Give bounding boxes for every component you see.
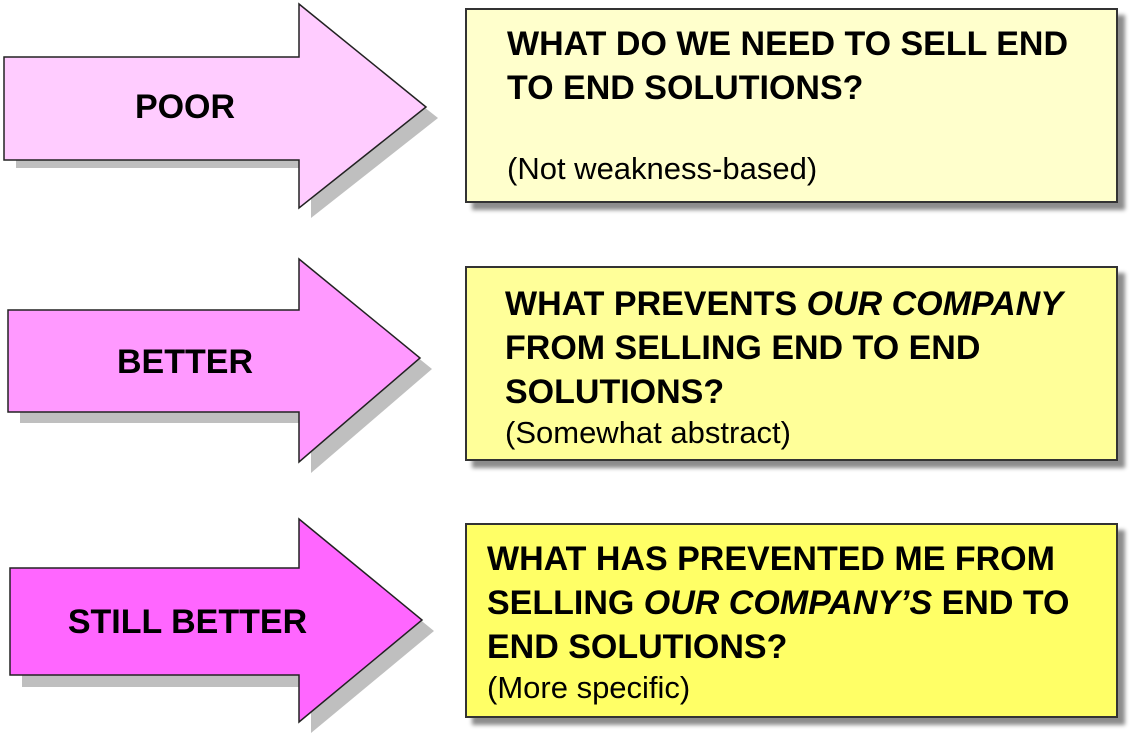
arrow-better: [7, 257, 432, 473]
question-text-poor: WHAT DO WE NEED TO SELL END TO END SOLUT…: [507, 25, 1069, 107]
note-still-better: (More specific): [487, 670, 691, 705]
note-poor: (Not weakness-based): [507, 151, 818, 186]
arrow-poor: [3, 2, 438, 218]
question-text-still-better: WHAT HAS PREVENTED ME FROM SELLING OUR C…: [487, 540, 1070, 666]
question-box-still-better: WHAT HAS PREVENTED ME FROM SELLING OUR C…: [465, 523, 1118, 718]
arrow-still-better: [9, 517, 434, 733]
question-box-better: WHAT PREVENTS OUR COMPANY FROM SELLING E…: [465, 266, 1118, 461]
arrow-label-better: BETTER: [117, 343, 253, 381]
note-better: (Somewhat abstract): [505, 415, 791, 450]
arrow-label-still-better: STILL BETTER: [67, 603, 308, 641]
question-box-poor: WHAT DO WE NEED TO SELL END TO END SOLUT…: [465, 8, 1118, 203]
question-text-better: WHAT PREVENTS OUR COMPANY FROM SELLING E…: [505, 285, 1063, 411]
arrow-label-poor: POOR: [134, 88, 236, 126]
